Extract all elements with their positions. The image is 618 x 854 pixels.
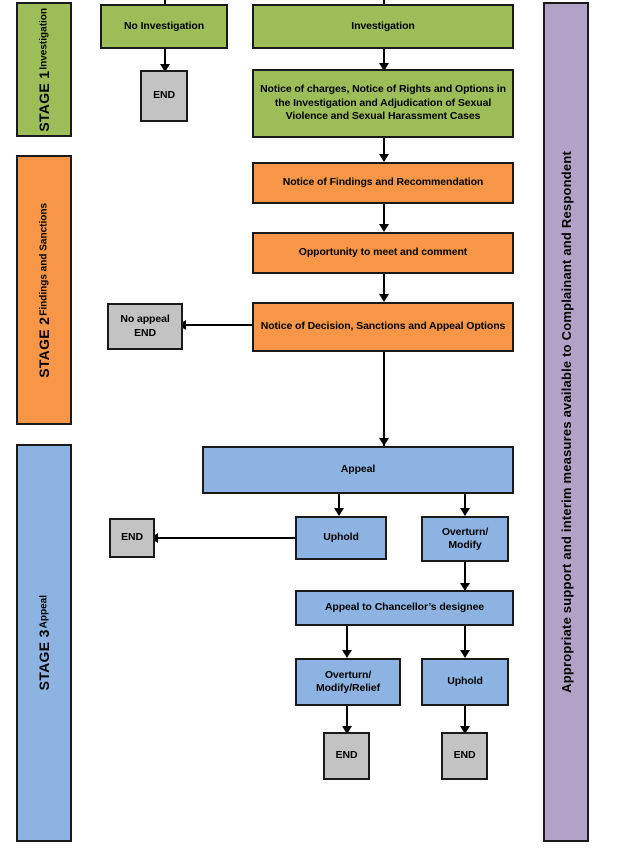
node-end-no-investigation[interactable]: END	[140, 70, 188, 122]
arrowhead-chancellor-to-uphold-2	[460, 650, 470, 658]
arrowhead-chancellor-to-overturn-relief	[342, 650, 352, 658]
stage-bar-stage-2: STAGE 2 Findings and Sanctions	[16, 155, 72, 425]
node-end-no-investigation-label: END	[153, 89, 175, 102]
node-end-uphold-2[interactable]: END	[441, 732, 488, 780]
connector-overturn-to-chancellor	[464, 562, 466, 590]
node-appeal-to-chancellor[interactable]: Appeal to Chancellor’s designee	[295, 590, 514, 626]
node-no-appeal-end-line2: END	[134, 326, 156, 339]
arrowhead-appeal-to-uphold	[334, 508, 344, 516]
connector-appeal-to-overturn-modify	[464, 493, 466, 515]
connector-investigation-to-notice-charges	[383, 47, 385, 69]
connector-uphold-2-to-end	[464, 705, 466, 731]
connector-appeal-to-uphold	[338, 493, 340, 515]
node-investigation[interactable]: Investigation	[252, 4, 514, 49]
node-end-overturn-relief[interactable]: END	[323, 732, 370, 780]
node-appeal-label: Appeal	[340, 463, 376, 476]
arrowhead-overturn-relief-to-end	[342, 726, 352, 734]
connector-notice-charges-to-findings	[383, 136, 385, 161]
node-notice-of-decision[interactable]: Notice of Decision, Sanctions and Appeal…	[252, 302, 514, 352]
node-overturn-modify-line1: Overturn/	[441, 525, 489, 538]
connector-no-investigation-to-end	[164, 47, 166, 69]
node-appeal[interactable]: Appeal	[202, 446, 514, 494]
arrowhead-findings-to-opportunity	[379, 224, 389, 232]
node-end-overturn-relief-label: END	[335, 749, 358, 762]
node-notice-of-charges-label: Notice of charges, Notice of Rights and …	[260, 83, 506, 123]
node-end-uphold-1[interactable]: END	[109, 518, 155, 558]
stage-2-title: STAGE 2	[36, 316, 52, 378]
stage-3-title: STAGE 3	[36, 629, 52, 691]
node-no-appeal-end-line1: No appeal	[120, 313, 170, 326]
arrowhead-investigation-to-notice-charges	[379, 63, 389, 71]
node-no-investigation[interactable]: No Investigation	[100, 4, 228, 49]
connector-decision-to-no-appeal-end	[184, 324, 252, 326]
stage-1-subtitle: Investigation	[38, 7, 50, 70]
arrowhead-opportunity-to-decision	[379, 294, 389, 302]
node-notice-of-findings[interactable]: Notice of Findings and Recommendation	[252, 162, 514, 204]
node-uphold-1[interactable]: Uphold	[295, 516, 387, 560]
stage-bar-stage-1: STAGE 1 Investigation	[16, 2, 72, 137]
connector-decision-to-appeal	[383, 350, 385, 446]
node-overturn-modify-relief[interactable]: Overturn/ Modify/Relief	[295, 658, 401, 706]
node-opportunity-to-meet-label: Opportunity to meet and comment	[298, 246, 468, 259]
node-uphold-2-label: Uphold	[447, 675, 483, 688]
stage-bar-stage-3: STAGE 3 Appeal	[16, 444, 72, 842]
node-opportunity-to-meet[interactable]: Opportunity to meet and comment	[252, 232, 514, 274]
node-no-appeal-end[interactable]: No appeal END	[107, 303, 183, 350]
connector-into-investigation	[383, 0, 385, 4]
node-overturn-modify-relief-line2: Modify/Relief	[315, 682, 381, 694]
arrowhead-notice-charges-to-findings	[379, 154, 389, 162]
node-uphold-1-label: Uphold	[323, 531, 359, 544]
arrowhead-uphold-2-to-end	[460, 726, 470, 734]
connector-overturn-relief-to-end	[346, 705, 348, 731]
support-measures-label: Appropriate support and interim measures…	[558, 151, 574, 693]
node-notice-of-charges[interactable]: Notice of charges, Notice of Rights and …	[252, 69, 514, 138]
connector-uphold-to-end	[156, 537, 296, 539]
node-overturn-modify[interactable]: Overturn/ Modify	[421, 516, 509, 562]
node-no-investigation-label: No Investigation	[123, 19, 205, 32]
node-appeal-to-chancellor-label: Appeal to Chancellor’s designee	[324, 601, 485, 614]
connector-opportunity-to-decision	[383, 272, 385, 300]
node-overturn-modify-relief-line1: Overturn/	[324, 668, 372, 681]
support-measures-band: Appropriate support and interim measures…	[543, 2, 589, 842]
node-investigation-label: Investigation	[351, 19, 415, 32]
arrowhead-no-investigation-to-end	[160, 64, 170, 72]
arrowhead-decision-to-appeal	[379, 438, 389, 446]
connector-into-no-investigation	[164, 0, 166, 4]
node-end-uphold-1-label: END	[121, 531, 143, 544]
node-end-uphold-2-label: END	[453, 749, 476, 762]
connector-chancellor-to-overturn-relief	[346, 624, 348, 656]
stage-1-title: STAGE 1	[36, 70, 52, 132]
node-notice-of-findings-label: Notice of Findings and Recommendation	[282, 176, 484, 189]
arrowhead-overturn-to-chancellor	[460, 583, 470, 591]
node-overturn-modify-line2: Modify	[448, 539, 482, 551]
node-uphold-2[interactable]: Uphold	[421, 658, 509, 706]
stage-3-subtitle: Appeal	[38, 595, 50, 629]
arrowhead-appeal-to-overturn-modify	[460, 508, 470, 516]
node-notice-of-decision-label: Notice of Decision, Sanctions and Appeal…	[260, 320, 506, 333]
stage-2-subtitle: Findings and Sanctions	[38, 202, 50, 316]
connector-chancellor-to-uphold-2	[464, 624, 466, 656]
connector-findings-to-opportunity	[383, 202, 385, 230]
